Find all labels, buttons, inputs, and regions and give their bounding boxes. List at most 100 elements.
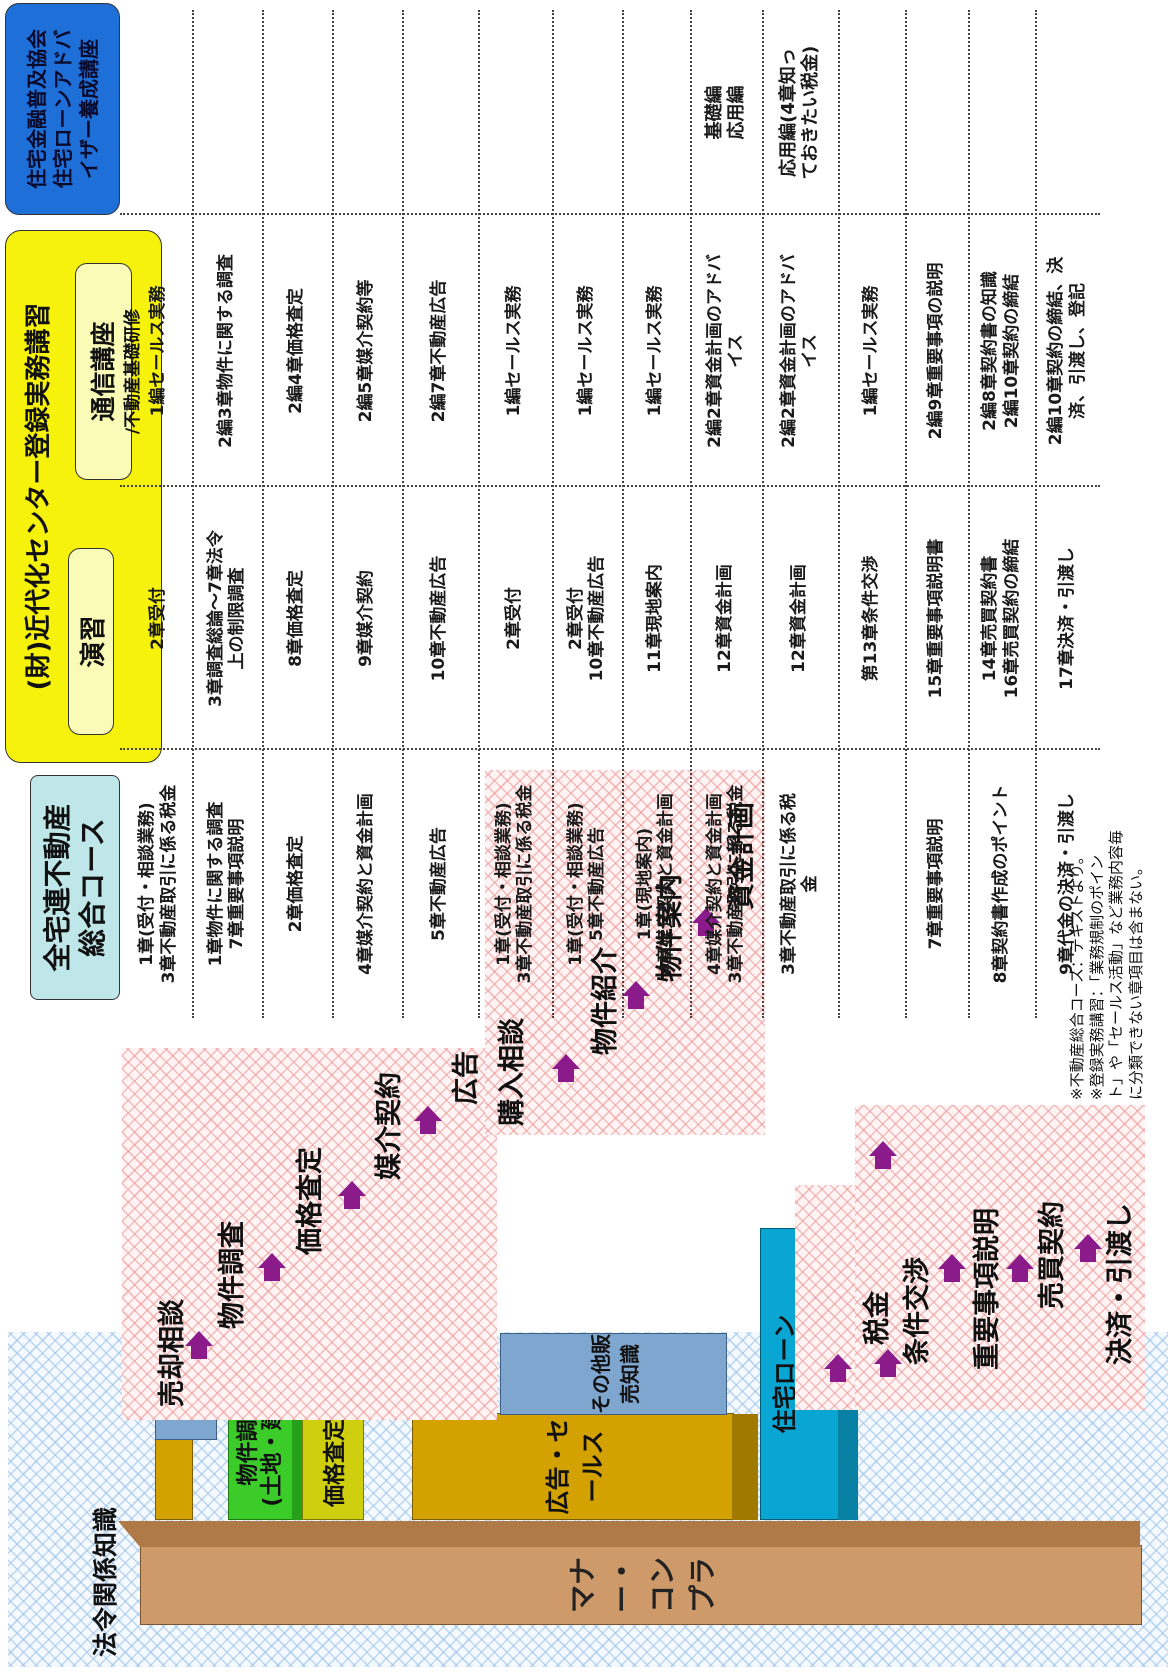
row-separator [762,10,764,1018]
cell-enshu: 11章現地案内 [645,564,666,673]
row-separator [478,10,480,1018]
cell-tsushin: 2編9章重要事項の説明 [925,262,946,440]
column-separator [120,485,1100,487]
cell-enshu: 2章受付 [147,587,168,650]
cell-jhf [905,10,968,215]
cell-zentaku: 5章不動産広告 [429,827,450,941]
cell-tsushin: 2編2章資金計画のアドバ イス [778,254,820,448]
row-separator [690,10,692,1018]
column-separator [120,748,1100,750]
cell-enshu: 第13章条件交渉 [860,555,881,682]
cell-enshu: 2章受付 10章不動産広告 [565,555,607,682]
cell-zentaku: 3章不動産取引に係る税 金 [778,793,820,975]
flow-deal-1: 条件交渉 [902,1257,933,1365]
cell-enshu: 10章不動産広告 [429,555,450,682]
cell-zentaku: 7章重要事項説明 [925,818,946,950]
note-line-4: に分類できない章項目は含まない。 [1126,859,1145,1100]
kinkaika-title: (財)近代化センター登録実務講習 [24,302,54,691]
flow-deal-3: 売買契約 [1037,1201,1068,1309]
cell-tsushin: 1編セールス実務 [504,285,525,417]
cell-jhf [552,10,622,215]
row-separator [402,10,404,1018]
tsushin-title: 通信講座 [89,321,118,422]
flow-sell-2: 物件調査 [217,1221,248,1329]
cell-jhf: 基礎編 応用編 [703,85,748,140]
cell-jhf [1035,10,1100,215]
jhf-header-panel: 住宅金融普及協会 住宅ローンアドバ イザー養成講座 [5,3,120,215]
enshu-header: 演習 [68,548,114,735]
other-block-label: その他販売知識 [588,1334,642,1414]
cell-zentaku: 1章(受付・相談業務) 3章不動産取引に係る税金 [137,784,179,984]
cell-jhf [838,10,905,215]
cell-enshu: 14章売買契約書 16章売買契約の締結 [980,538,1022,699]
cell-tsushin: 2編2章資金計画のアドバ イス [704,254,746,448]
cell-zentaku: 1章物件に関する調査 7章重要事項説明 [205,801,247,967]
flow-sell-3: 価格査定 [295,1147,326,1255]
base-block-side [118,1521,1140,1547]
flow-sell-5: 広告 [451,1051,482,1105]
cell-zentaku: 9章代金の決済・引渡し [1056,793,1077,975]
cell-jhf [332,10,402,215]
tsushin-header: 通信講座 /不動産基礎研修 [75,263,143,480]
cell-jhf [402,10,478,215]
cell-tsushin: 1編セールス実務 [576,285,597,417]
knowledge-title: 法令関係知識 [91,1506,120,1657]
cell-tsushin: 2編4章価格査定 [286,288,307,414]
flow-tax: 税金 [862,1291,893,1345]
base-block-label: マナー・コンプラ [566,1557,719,1614]
row-separator [622,10,624,1018]
row-separator [905,10,907,1018]
cell-zentaku [838,750,905,1018]
cell-jhf: 応用編(4章知っ ておきたい税金) [777,45,822,180]
note-line-3: ト」や「セールス活動」など業務内容毎 [1107,829,1125,1100]
cell-tsushin: 1編セールス実務 [645,285,666,417]
row-separator [262,10,264,1018]
cell-jhf [262,10,332,215]
row-separator [192,10,194,1018]
other-block: その他販売知識 [500,1333,727,1415]
flow-sell-1: 売却相談 [157,1299,188,1407]
cell-enshu: 3章調査総論～7章法令 上の制限調査 [205,530,247,707]
zentaku-header: 全宅連不動産 総合コース [30,775,120,1000]
cell-zentaku: 1章(現地案内) 4章媒介契約と資金計画 [634,793,676,975]
cell-zentaku: 4章媒介契約と資金計画 3章不動産取引に係る税金 [704,784,746,984]
cell-tsushin: 1編セールス実務 [860,285,881,417]
base-block: マナー・コンプラ [140,1545,1142,1625]
cell-jhf [622,10,690,215]
cell-zentaku: 1章(受付・相談業務) 5章不動産広告 [565,802,607,966]
cell-jhf [968,10,1035,215]
column-separator [120,213,1100,215]
cell-jhf [125,10,192,215]
cell-zentaku: 2章価格査定 [286,835,307,933]
flow-buy-1: 購入相談 [497,1018,528,1126]
cell-enshu: 15章重要事項説明書 [925,538,946,699]
cell-enshu: 8章価格査定 [286,570,307,667]
cell-enshu: 9章媒介契約 [356,570,377,667]
koukoku-block: 広告・セールス [412,1413,734,1520]
cell-enshu: 12章資金計画 [715,564,736,673]
row-separator [332,10,334,1018]
cell-jhf [478,10,552,215]
cell-zentaku: 8章契約書作成のポイント [990,784,1011,984]
cell-enshu: 17章決済・引渡し [1056,547,1077,690]
cell-tsushin: 1編セールス実務 [147,285,168,417]
flow-deal-2: 重要事項説明 [972,1208,1003,1370]
cell-tsushin: 2編8章契約書の知識 2編10章契約の締結 [980,271,1022,431]
cell-zentaku: 4章媒介契約と資金計画 [356,793,377,975]
cell-tsushin: 2編5章媒介契約等 [356,279,377,423]
row-separator [968,10,970,1018]
row-separator [552,10,554,1018]
cell-enshu: 12章資金計画 [789,564,810,673]
satei-block-label: 価格査定 [323,1419,348,1508]
satei-block: 価格査定 [302,1406,364,1520]
cell-zentaku: 1章(受付・相談業務) 3章不動産取引に係る税金 [493,784,535,984]
cell-enshu: 2章受付 [504,587,525,650]
koukoku-block-side [732,1414,758,1520]
cell-tsushin: 2編3章物件に関する調査 [216,254,237,448]
flow-sell-4: 媒介契約 [374,1072,405,1180]
cell-jhf [192,10,262,215]
flow-deal-4: 決済・引渡し [1105,1203,1136,1365]
koukoku-block-label: 広告・セールス [544,1418,607,1515]
